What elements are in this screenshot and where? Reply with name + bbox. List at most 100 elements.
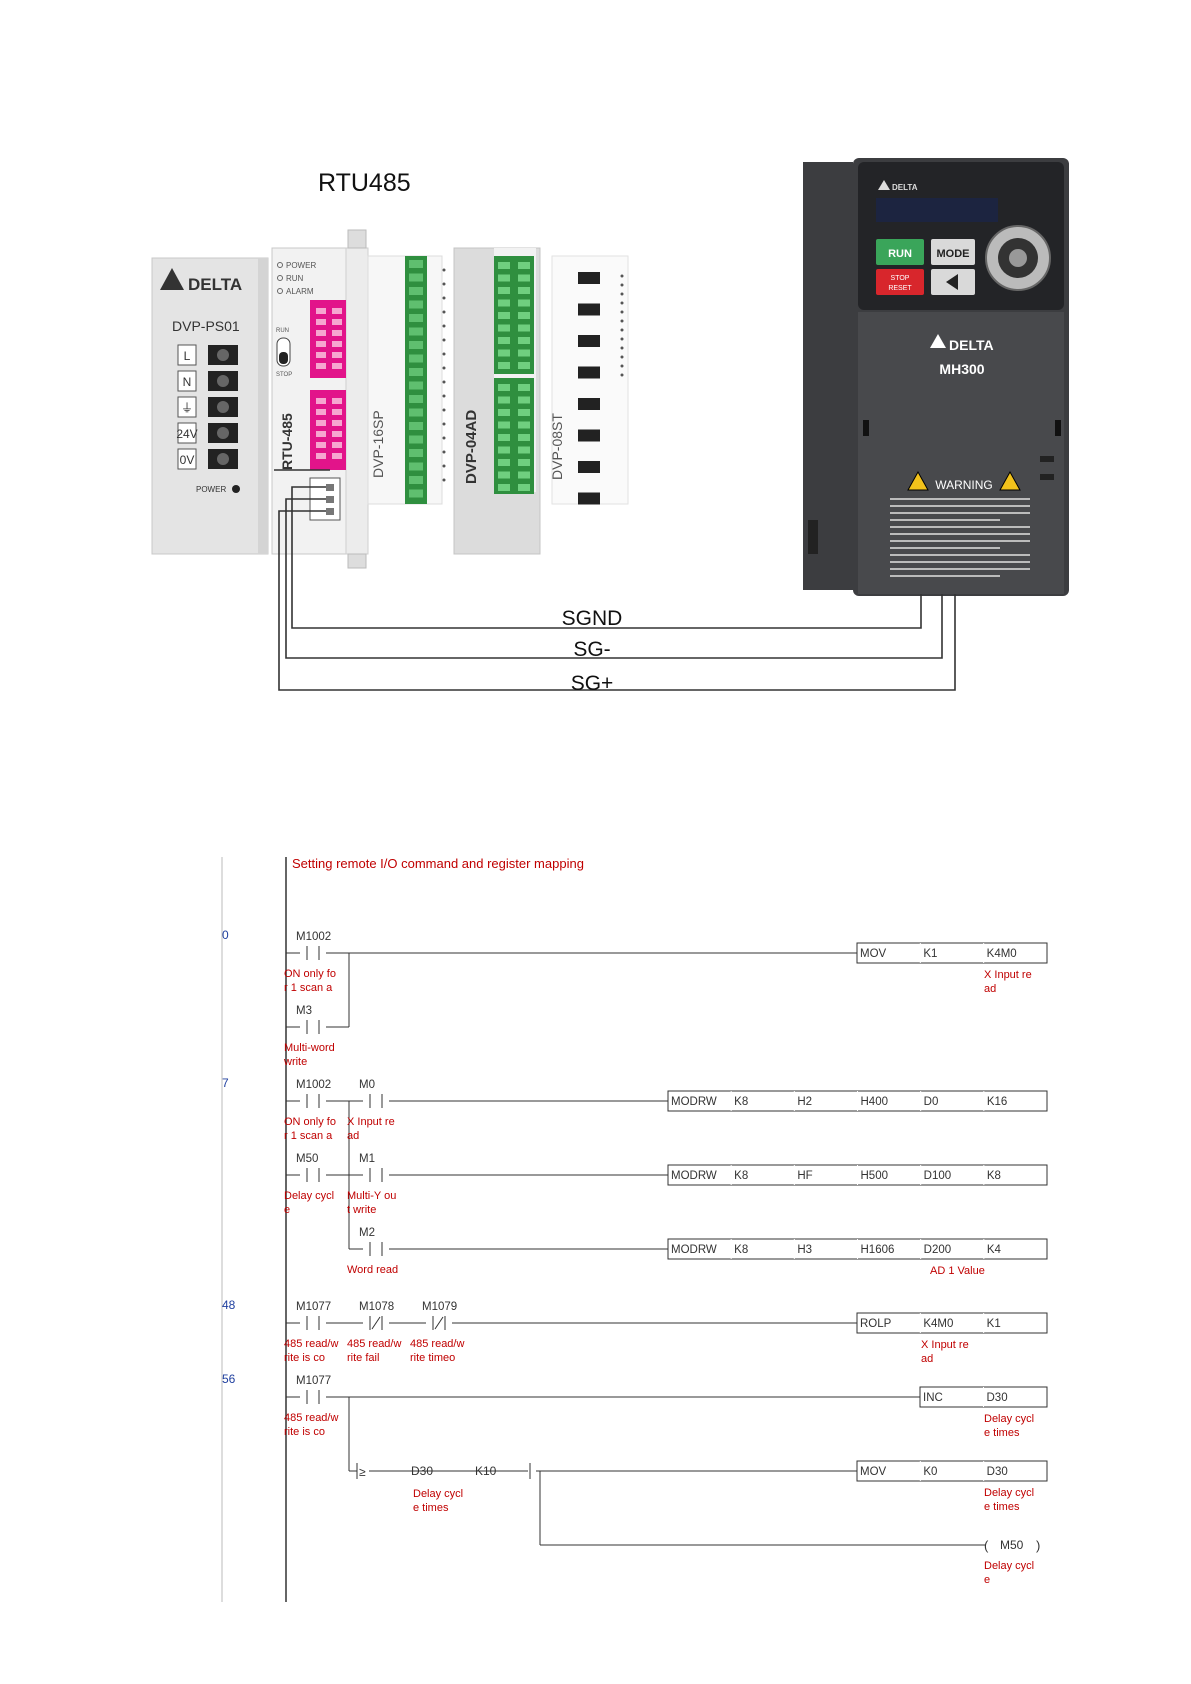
instruction-operand: D100	[924, 1170, 952, 1182]
rs485-wiring	[274, 469, 956, 691]
contact-comment-line: X Input re	[347, 1116, 395, 1128]
step-number: 0	[222, 928, 229, 942]
drive-reset-label: RESET	[888, 285, 912, 292]
instruction-operand: K4	[987, 1244, 1002, 1256]
contact-m0: M0X Input read	[347, 1079, 395, 1142]
compare-comment-line: Delay cycl	[413, 1488, 463, 1500]
instruction-comment-line: Delay cycl	[984, 1413, 1034, 1425]
warning-icon-right	[999, 470, 1021, 491]
drive-display	[876, 198, 998, 222]
instruction-comment-line: AD 1 Value	[930, 1265, 985, 1277]
ps-model: DVP-PS01	[172, 318, 240, 334]
instruction-comment-line: X Input re	[984, 969, 1032, 981]
ps-terminal-label: L	[184, 349, 191, 363]
step-number: 7	[222, 1076, 229, 1090]
ps-terminal-label-box	[177, 344, 197, 366]
instruction-operand: D30	[987, 1466, 1008, 1478]
instruction-comment-line: e times	[984, 1427, 1020, 1439]
instruction-operand: K16	[987, 1096, 1007, 1108]
instruction-operand: K4M0	[987, 948, 1017, 960]
contact-comment-line: Multi-word	[284, 1042, 335, 1054]
wiring-title: RTU485	[318, 169, 411, 197]
instruction-comment-line: ad	[984, 983, 996, 995]
contact-comment-line: Word read	[347, 1264, 398, 1276]
drive-run-button	[876, 239, 924, 265]
instruction-comment-line: e times	[984, 1501, 1020, 1513]
instruction-operand: K8	[734, 1096, 748, 1108]
left-arrow-icon	[946, 274, 958, 290]
ps-terminal-label-box	[177, 448, 197, 470]
instruction-operand: K8	[987, 1170, 1001, 1182]
drive-model: MH300	[939, 361, 984, 377]
instruction-operand: K8	[734, 1244, 748, 1256]
mh300-drive: DELTA RUN MODE STOP RESET DELTA MH300 WA…	[803, 158, 1069, 596]
coil-comment-line: e	[984, 1574, 990, 1586]
instruction-operand: HF	[797, 1170, 812, 1182]
contact-name: M0	[359, 1079, 375, 1091]
ps-power-label: POWER	[196, 485, 226, 494]
ps-terminal-label: N	[183, 375, 192, 389]
delta-logo-icon	[160, 268, 184, 290]
coil-open-paren: (	[984, 1538, 989, 1553]
instruction-operand: K1	[987, 1318, 1001, 1330]
contact-comment-line: ON only fo	[284, 1116, 336, 1128]
dvp04ad-model: DVP-04AD	[463, 410, 480, 484]
drive-brand: DELTA	[949, 337, 994, 353]
compare-comment-line: e times	[413, 1502, 449, 1514]
instruction-operand: MOV	[860, 948, 887, 960]
step-number: 56	[222, 1372, 236, 1386]
contact-comment-line: e	[284, 1204, 290, 1216]
drive-mode-button	[931, 239, 975, 265]
rtu-switch-stop: STOP	[276, 372, 292, 378]
drive-warning: WARNING	[935, 478, 993, 492]
drive-mode-label: MODE	[937, 248, 970, 260]
contact-name: M1077	[296, 1301, 331, 1313]
instruction-operand: D200	[924, 1244, 952, 1256]
signal-sgnd-label: SGND	[562, 607, 623, 630]
contact-comment-line: r 1 scan a	[284, 1130, 333, 1142]
power-led	[232, 485, 240, 493]
contact-comment-line: ON only fo	[284, 968, 336, 980]
instruction-operand: D30	[987, 1392, 1008, 1404]
wire-sg-minus	[285, 498, 943, 659]
contact-name: M50	[296, 1153, 318, 1165]
dvp08st-module: DVP-08ST	[549, 255, 629, 505]
instruction-comment-line: ad	[921, 1353, 933, 1365]
dvp04ad-module: DVP-04AD	[453, 247, 541, 555]
contact-comment-line: Multi-Y ou	[347, 1190, 396, 1202]
instruction-operand: H500	[861, 1170, 889, 1182]
dvp16sp-model: DVP-16SP	[370, 410, 386, 478]
contact-comment-line: Delay cycl	[284, 1190, 334, 1202]
contact-name: M1077	[296, 1375, 331, 1387]
rtu-model: RTU-485	[279, 413, 295, 470]
coil-comment-line: Delay cycl	[984, 1560, 1034, 1572]
ps-terminal-label: 24V	[176, 427, 197, 441]
contact-name: M2	[359, 1227, 375, 1239]
contact-comment-line: rite is co	[284, 1352, 325, 1364]
drive-cover-delta-logo-icon	[930, 334, 946, 348]
signal-sg-plus-label: SG+	[571, 672, 614, 695]
contact-m1002: M1002 ON only fo r 1 scan a	[284, 1079, 336, 1142]
instruction-operand: H1606	[861, 1244, 895, 1256]
instruction-operand: H400	[861, 1096, 889, 1108]
contact-comment-line: write	[283, 1056, 307, 1068]
wire-sgnd	[291, 486, 922, 629]
contact-name: M1078	[359, 1301, 394, 1313]
signal-sg-minus-label: SG-	[573, 638, 610, 661]
contact-name: M1002	[296, 1079, 331, 1091]
compare-operator: ≥	[359, 1465, 366, 1479]
